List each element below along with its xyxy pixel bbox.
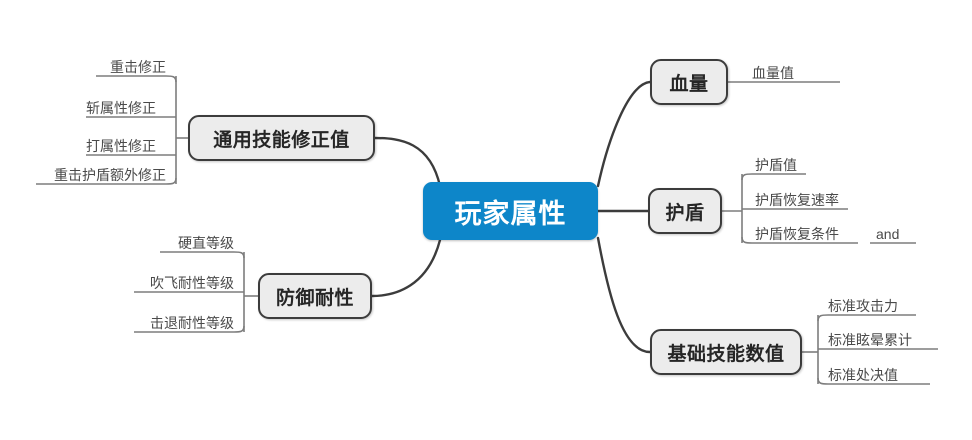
leaf-label: 斩属性修正 xyxy=(86,100,156,116)
leaf-shield-2[interactable]: 护盾恢复速率 xyxy=(755,187,875,209)
leaf-label: 标准处决值 xyxy=(828,367,898,383)
leaf-label: 护盾恢复速率 xyxy=(755,192,839,208)
branch-node-general-skill-correction[interactable]: 通用技能修正值 xyxy=(188,115,375,161)
leaf-general-skill-4[interactable]: 重击护盾额外修正 xyxy=(36,162,166,184)
leaf-basic-skill-1[interactable]: 标准攻击力 xyxy=(828,293,938,315)
branch-node-health[interactable]: 血量 xyxy=(650,59,728,105)
branch-node-label: 护盾 xyxy=(665,202,705,224)
leaf-general-skill-1[interactable]: 重击修正 xyxy=(60,54,166,76)
leaf-general-skill-2[interactable]: 斩属性修正 xyxy=(50,95,156,117)
branch-node-label: 防御耐性 xyxy=(275,287,354,309)
branch-node-label: 血量 xyxy=(669,73,709,95)
branch-node-shield[interactable]: 护盾 xyxy=(648,188,722,234)
leaf-shield-3[interactable]: 护盾恢复条件 xyxy=(755,221,875,243)
leaf-label: 重击护盾额外修正 xyxy=(54,167,166,183)
branch-node-label: 基础技能数值 xyxy=(667,343,785,365)
edge-root-to-general-skill xyxy=(373,136,442,188)
edge-root-to-defense xyxy=(370,238,442,298)
leaf-basic-skill-3[interactable]: 标准处决值 xyxy=(828,362,938,384)
edge-root-to-basic-skill xyxy=(596,236,652,354)
edge-root-to-health xyxy=(596,80,652,188)
leaf-label: 重击修正 xyxy=(110,59,166,75)
branch-node-label: 通用技能修正值 xyxy=(213,129,350,151)
leaf-label: 标准眩晕累计 xyxy=(828,332,912,348)
edge-leaf-general-1 xyxy=(96,75,177,83)
leaf-label: 护盾值 xyxy=(755,157,797,173)
leaf-label: and xyxy=(876,226,900,242)
leaf-general-skill-3[interactable]: 打属性修正 xyxy=(50,133,156,155)
leaf-label: 血量值 xyxy=(752,65,794,81)
leaf-defense-1[interactable]: 硬直等级 xyxy=(128,230,234,252)
leaf-shield-1[interactable]: 护盾值 xyxy=(755,152,855,174)
leaf-label: 护盾恢复条件 xyxy=(755,226,839,242)
leaf-label: 吹飞耐性等级 xyxy=(150,275,234,291)
leaf-defense-2[interactable]: 吹飞耐性等级 xyxy=(128,270,234,292)
leaf-health-1[interactable]: 血量值 xyxy=(752,60,852,82)
leaf-label: 硬直等级 xyxy=(178,235,234,251)
branch-node-defense-resistance[interactable]: 防御耐性 xyxy=(258,273,372,319)
leaf-label: 标准攻击力 xyxy=(828,298,898,314)
root-node-label: 玩家属性 xyxy=(454,198,567,229)
leaf-label: 击退耐性等级 xyxy=(150,315,234,331)
root-node-player-attributes[interactable]: 玩家属性 xyxy=(423,182,598,240)
edge-leaf-defense-1 xyxy=(160,251,245,259)
leaf-defense-3[interactable]: 击退耐性等级 xyxy=(128,310,234,332)
leaf-basic-skill-2[interactable]: 标准眩晕累计 xyxy=(828,327,948,349)
edge-leaf-shield-1 xyxy=(741,173,806,181)
branch-node-basic-skill-values[interactable]: 基础技能数值 xyxy=(650,329,802,375)
edge-leaf-basic-1 xyxy=(817,314,916,322)
leaf-label: 打属性修正 xyxy=(86,138,156,154)
leaf-shield-4-and[interactable]: and xyxy=(876,221,916,243)
